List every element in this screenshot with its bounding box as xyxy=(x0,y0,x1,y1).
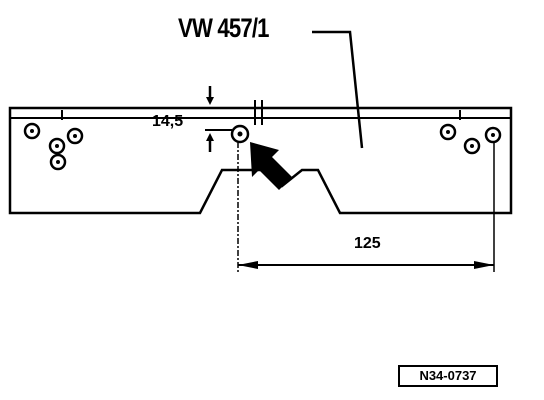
vertical-dim-arrow-bottom xyxy=(206,133,214,141)
label-leader-line xyxy=(312,30,364,149)
hole-left-4 xyxy=(49,153,67,171)
pointing-arrow xyxy=(250,142,292,190)
hole-right-3 xyxy=(484,126,502,144)
large-dim-arrow-right xyxy=(474,261,494,269)
hole-left-2 xyxy=(48,137,66,155)
figure-reference-box: N34-0737 xyxy=(398,365,498,387)
dimension-large-label: 125 xyxy=(354,235,381,252)
vertical-dim-arrow-top xyxy=(206,97,214,105)
hole-left-3 xyxy=(66,127,84,145)
hole-right-2 xyxy=(463,137,481,155)
hole-left-1 xyxy=(23,122,41,140)
large-dim-arrow-left xyxy=(238,261,258,269)
tool-label: VW 457/1 xyxy=(178,13,269,43)
tool-plate-outline xyxy=(8,106,513,215)
hole-right-1 xyxy=(439,123,457,141)
hole-reference xyxy=(230,124,250,144)
dimension-small-label: 14,5 xyxy=(152,113,184,130)
